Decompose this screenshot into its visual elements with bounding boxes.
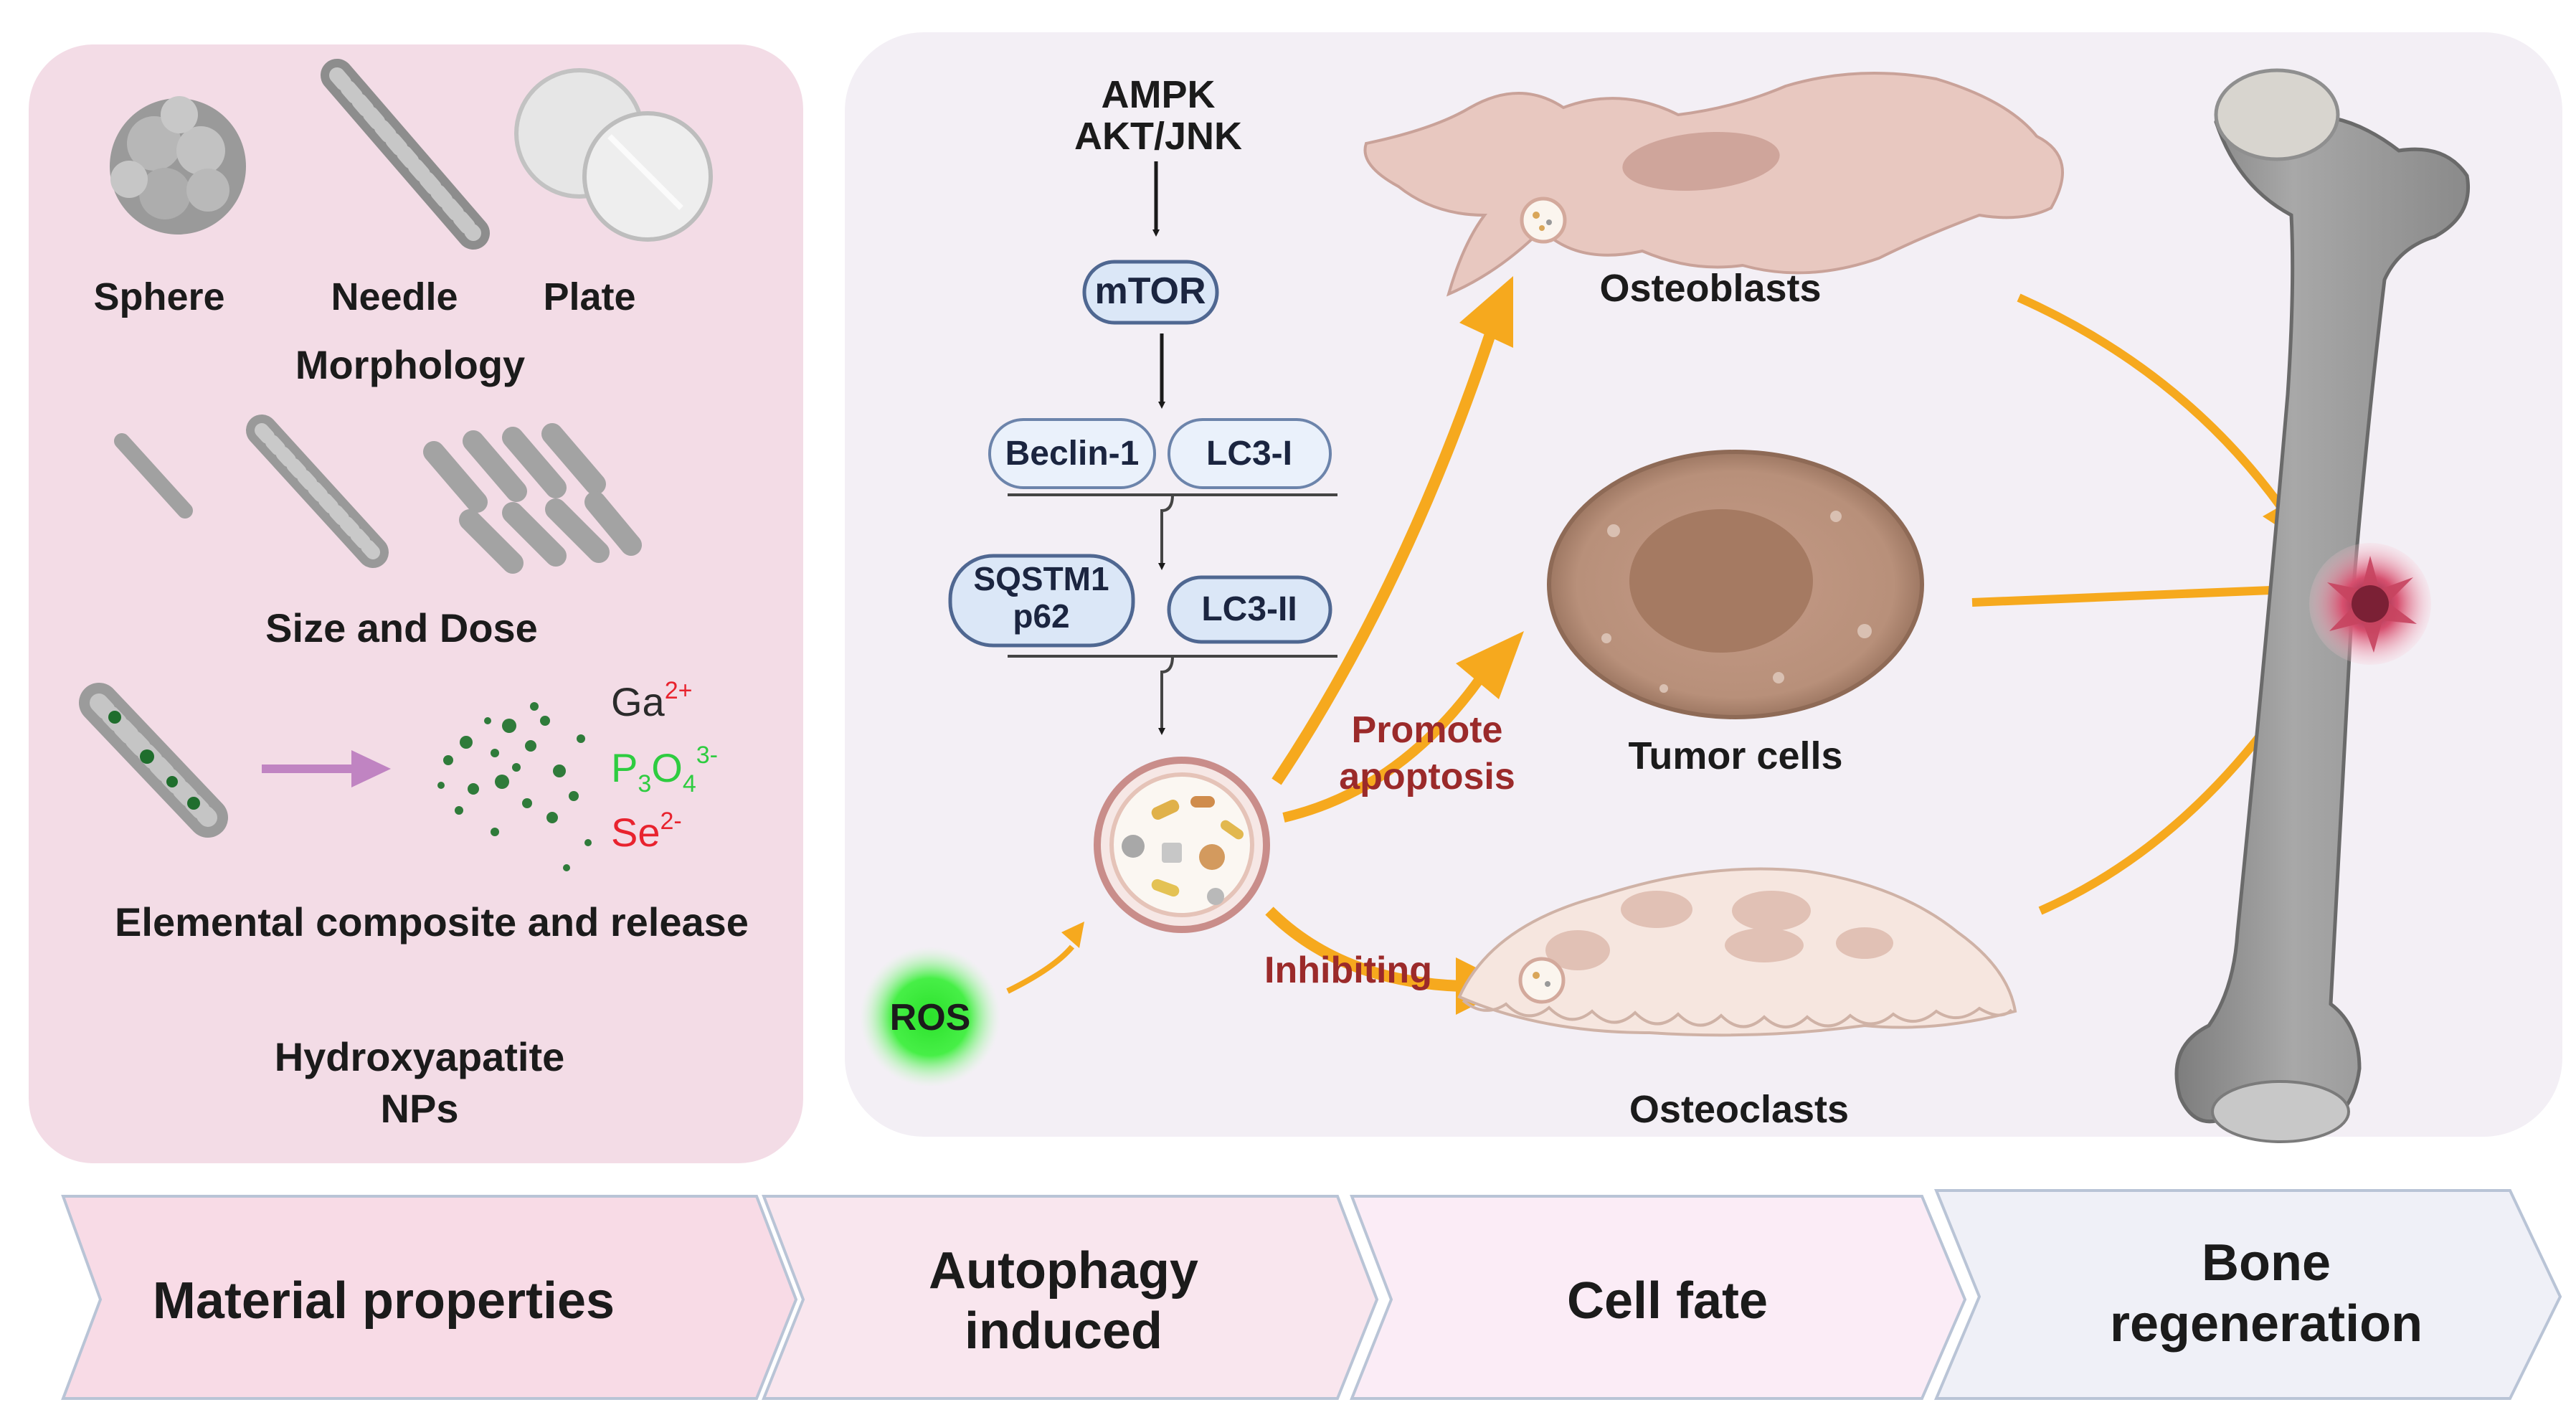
footer-line-1: Hydroxyapatite	[275, 1034, 565, 1079]
ion-po4-sub3: 3	[638, 770, 651, 797]
promote-label-1: Promote	[1352, 709, 1503, 751]
arrow-tumor-head	[1456, 631, 1524, 699]
femur-bone-icon	[2174, 68, 2470, 1143]
ion-se-base: Se	[611, 810, 660, 855]
upstream-line-1: AMPK	[1102, 73, 1216, 116]
ion-po4: P3O43-	[611, 742, 718, 797]
shape-label-needle: Needle	[331, 275, 458, 318]
bracket-2	[1008, 655, 1337, 732]
arrow-tumor-bone	[1971, 585, 2288, 607]
right-panel: AMPK AKT/JNK mTOR Beclin-1 LC3-I SQSTM1 …	[845, 32, 2562, 1143]
arrow-ros-head	[1061, 922, 1084, 948]
release-arrow-icon	[262, 750, 391, 787]
ros-label: ROS	[890, 997, 971, 1038]
footer-line-2: NPs	[381, 1086, 459, 1131]
sphere-icon	[110, 96, 246, 235]
osteoclasts-label: Osteoclasts	[1629, 1088, 1849, 1131]
ion-ga-charge: 2+	[665, 677, 693, 704]
banner-cell-fate: Cell fate	[1350, 1195, 1967, 1400]
banner-cell-fate-label: Cell fate	[1567, 1272, 1768, 1330]
beclin-node: Beclin-1	[988, 418, 1156, 489]
banner-autophagy-line1: Autophagy	[929, 1242, 1198, 1300]
promote-label-2: apoptosis	[1339, 756, 1515, 797]
upstream-line-2: AKT/JNK	[1074, 115, 1242, 158]
banner-autophagy: Autophagy induced	[762, 1195, 1379, 1400]
doped-needle-icon	[79, 683, 228, 838]
morphology-title: Morphology	[295, 342, 525, 387]
ion-se-charge: 2-	[660, 808, 682, 835]
lc3ii-label: LC3-II	[1201, 590, 1297, 628]
inhibiting-label: Inhibiting	[1264, 950, 1432, 991]
ion-ga-base: Ga	[611, 679, 666, 724]
ion-po4-o: O	[651, 745, 683, 790]
mtor-node: mTOR	[1082, 260, 1219, 325]
ion-po4-p: P	[611, 745, 638, 790]
ros-node: ROS	[860, 947, 1000, 1087]
size-dose-icon	[114, 415, 642, 574]
elements-title: Elemental composite and release	[115, 899, 749, 945]
tumor-cell-icon	[1547, 450, 1924, 719]
osteoblast-icon	[1363, 72, 2064, 297]
tumor-label: Tumor cells	[1628, 734, 1842, 777]
ion-po4-charge: 3-	[696, 742, 718, 769]
osteoblasts-label: Osteoblasts	[1599, 267, 1821, 310]
size-dose-title: Size and Dose	[265, 605, 538, 650]
banner-bone-line1: Bone	[2202, 1234, 2331, 1292]
left-panel-bg	[29, 44, 803, 1163]
needle-icon	[321, 59, 490, 250]
banner-bone-regeneration: Bone regeneration	[1933, 1189, 2562, 1400]
arrow-to-tumor	[1282, 664, 1492, 823]
left-panel: Sphere Needle Plate Morphology Size and …	[29, 44, 803, 1163]
arrow-to-osteoblasts	[1272, 328, 1497, 785]
mtor-label: mTOR	[1094, 270, 1206, 312]
beclin-label: Beclin-1	[1005, 435, 1140, 473]
arrow-osteoblasts-bone	[2017, 293, 2291, 519]
autophagosome-icon	[1094, 757, 1270, 933]
lc3i-node: LC3-I	[1168, 418, 1332, 489]
ion-cloud-icon	[437, 702, 592, 871]
arrow-ros-autophagosome	[1006, 945, 1075, 994]
bracket-1	[1008, 493, 1337, 567]
banner-autophagy-line2: induced	[965, 1302, 1162, 1360]
lc3i-label: LC3-I	[1206, 435, 1292, 473]
banner-bone-line2: regeneration	[2110, 1295, 2423, 1353]
banner-material-label: Material properties	[153, 1272, 615, 1330]
banner-row: Material properties Autophagy induced Ce…	[61, 1189, 2562, 1400]
banner-material-properties: Material properties	[61, 1195, 798, 1400]
sqstm-node: SQSTM1 p62	[948, 554, 1135, 648]
shape-label-sphere: Sphere	[93, 275, 224, 318]
plate-icon	[514, 68, 713, 242]
osteoclast-icon	[1457, 867, 2017, 1037]
shape-label-plate: Plate	[543, 275, 635, 318]
sqstm-label-2: p62	[1013, 597, 1069, 635]
arrow-osteoblasts-head	[1459, 276, 1513, 348]
arrow-to-osteoclasts	[1265, 907, 1464, 992]
ion-se: Se2-	[611, 808, 682, 855]
ion-ga: Ga2+	[611, 677, 692, 724]
lc3ii-node: LC3-II	[1167, 575, 1332, 644]
ion-po4-sub4: 4	[683, 770, 696, 797]
sqstm-label-1: SQSTM1	[973, 560, 1109, 597]
